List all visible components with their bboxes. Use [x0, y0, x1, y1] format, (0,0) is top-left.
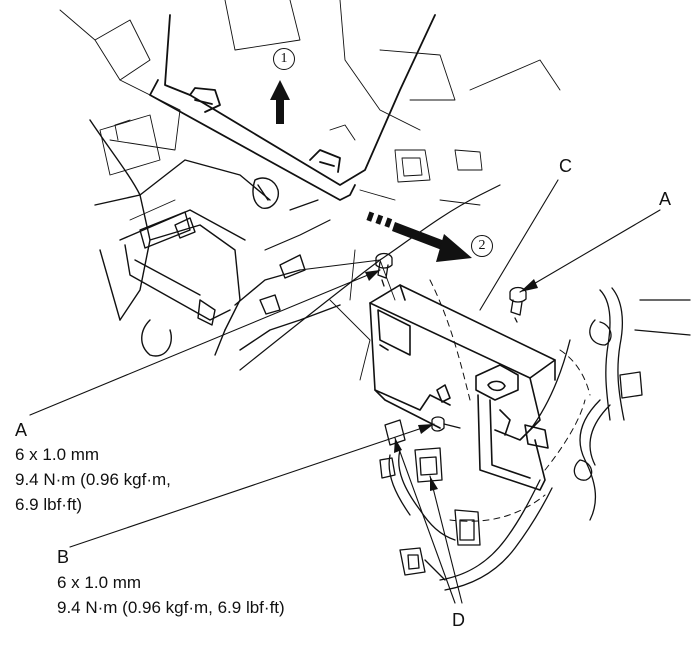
wire-harness [379, 287, 691, 591]
leader-a-top [519, 209, 661, 293]
callout-d-label: D [452, 610, 465, 630]
spec-b-letter: B [57, 547, 70, 567]
left-housing [89, 119, 341, 357]
step-1-marker: 1 [273, 48, 295, 70]
leader-lines [29, 179, 661, 604]
spec-b-size: 6 x 1.0 mm [57, 573, 142, 592]
leader-a-top-arrowhead [520, 279, 538, 292]
leader-d-right-arrowhead [430, 476, 438, 491]
bolt-a-right [509, 286, 527, 323]
bracket-c [369, 284, 556, 491]
spec-a-torque-line1: 9.4 N·m (0.96 kgf·m, [15, 470, 171, 489]
leader-c [479, 179, 559, 311]
leader-d-right [429, 475, 463, 604]
callout-c-label: C [559, 156, 572, 176]
center-panel [149, 14, 436, 201]
leader-d-left [394, 437, 456, 604]
bolt-b [431, 416, 461, 432]
panel-edge [239, 184, 501, 371]
step-2-marker: 2 [471, 235, 493, 257]
spec-b-torque: 9.4 N·m (0.96 kgf·m, 6.9 lbf·ft) [57, 598, 285, 617]
direction-arrow-2 [366, 211, 472, 262]
callout-a-top-label: A [659, 189, 672, 209]
dashed-reference-lines [429, 279, 591, 522]
spec-a-torque-line2: 6.9 lbf·ft) [15, 495, 83, 514]
spec-a-letter: A [15, 420, 28, 440]
leader-d-left-arrowhead [394, 438, 402, 453]
spec-a-size: 6 x 1.0 mm [15, 445, 100, 464]
dashboard-background [59, 0, 561, 381]
bolt-a-left [375, 252, 393, 287]
leader-a-left [29, 269, 381, 416]
leader-b [69, 423, 435, 548]
leader-a-left-arrowhead [365, 270, 380, 281]
direction-arrow-1 [270, 80, 290, 124]
leader-b-arrowhead [418, 424, 434, 434]
